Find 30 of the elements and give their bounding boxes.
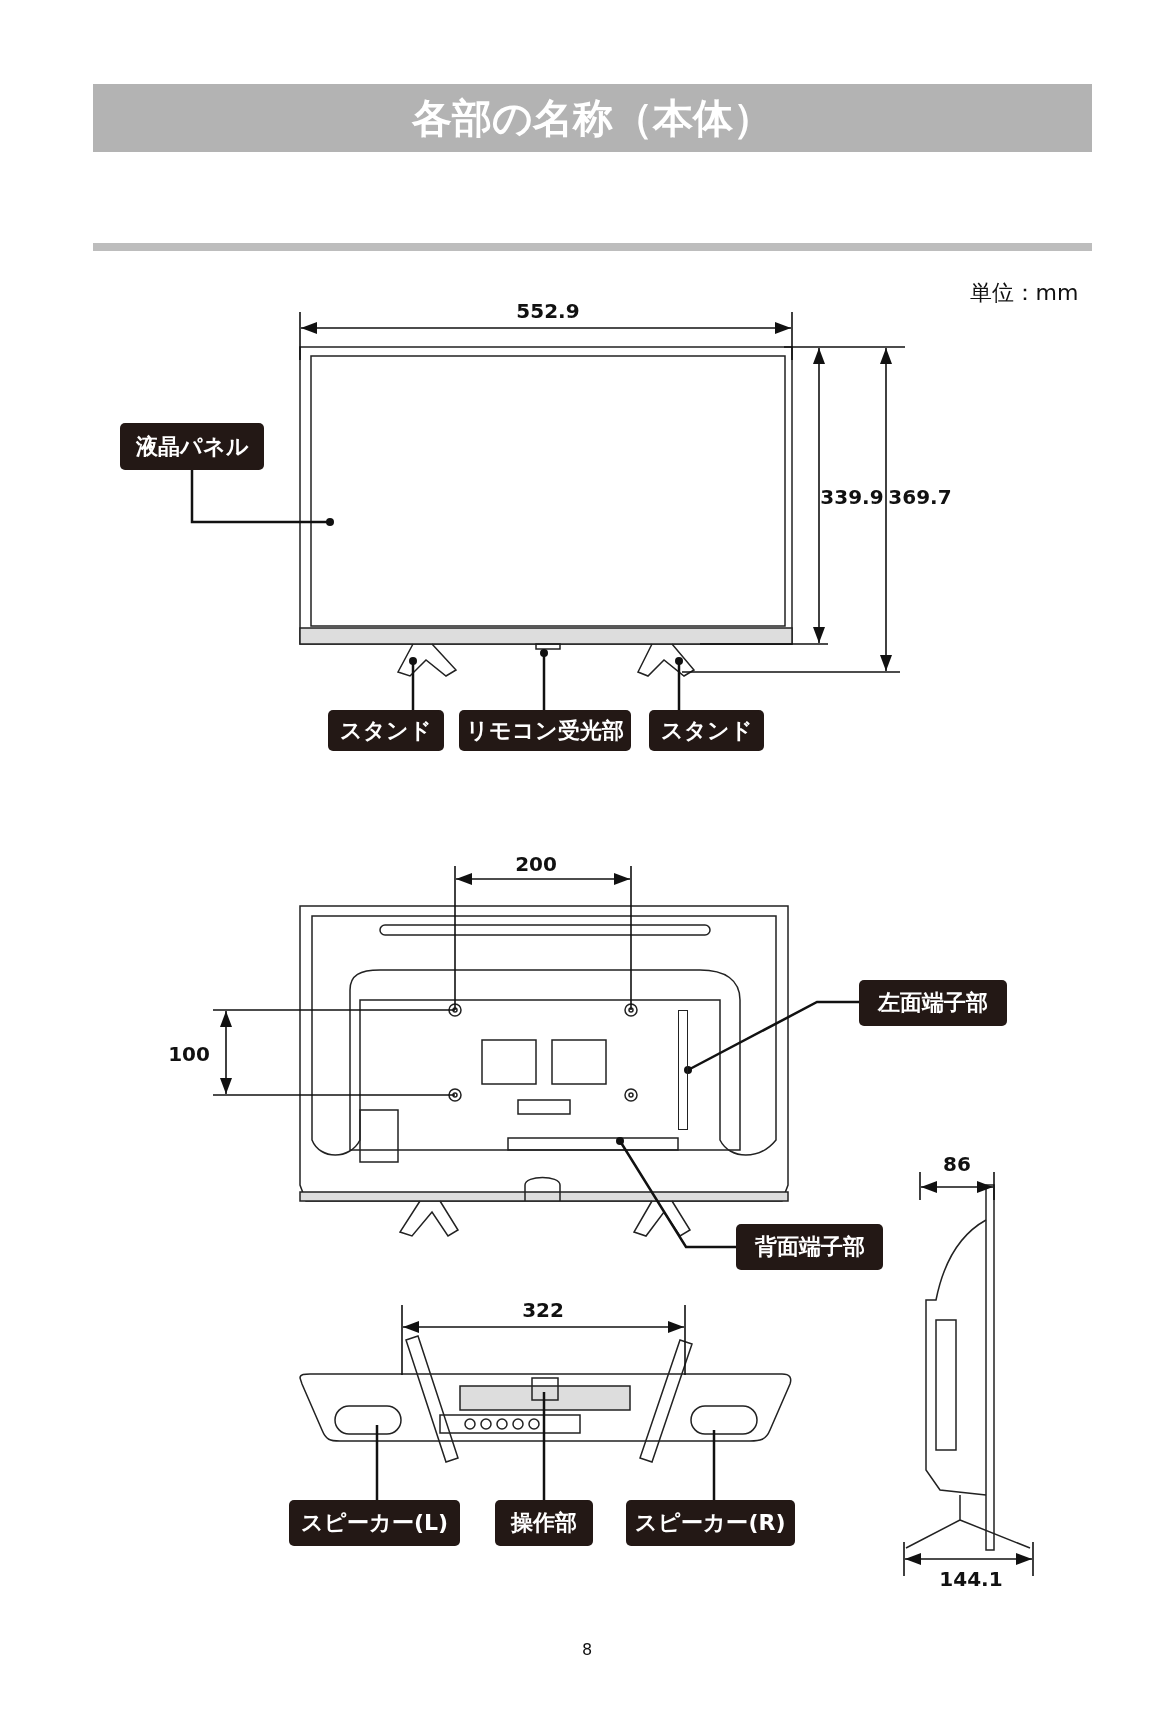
leader-line xyxy=(616,1137,736,1249)
leader-line xyxy=(540,649,548,710)
label-box: 背面端子部 xyxy=(736,1224,883,1270)
leader-line xyxy=(684,1000,859,1074)
side-terminal-panel xyxy=(678,1010,688,1130)
dimension-label: 552.9 xyxy=(516,299,580,323)
dimension-label: 100 xyxy=(168,1042,210,1066)
label-box: スタンド xyxy=(649,710,764,751)
label-box: スタンド xyxy=(328,710,444,751)
page-number: 8 xyxy=(581,1639,593,1659)
dimension-label: 86 xyxy=(943,1152,971,1176)
unit-label: 単位：mm xyxy=(969,279,1079,307)
label-box: リモコン受光部 xyxy=(459,710,631,751)
dimension-label: 144.1 xyxy=(939,1567,1003,1591)
dimension-label: 369.7 xyxy=(888,485,952,509)
label-box: 液晶パネル xyxy=(120,423,264,470)
label-box: スピーカー(R) xyxy=(626,1500,795,1546)
dimension-label: 322 xyxy=(522,1298,564,1322)
title-bar: 各部の名称（本体） xyxy=(93,84,1092,152)
label-box: スピーカー(L) xyxy=(289,1500,460,1546)
dimension-label: 339.9 xyxy=(820,485,884,509)
leader-line xyxy=(712,1430,716,1500)
leader-line xyxy=(375,1425,379,1500)
leader-line xyxy=(190,470,334,526)
leader-line xyxy=(675,657,683,710)
leader-line xyxy=(409,657,417,710)
dimension-label: 200 xyxy=(515,852,557,876)
leader-line xyxy=(542,1392,546,1500)
label-box: 操作部 xyxy=(495,1500,593,1546)
label-box: 左面端子部 xyxy=(859,980,1007,1026)
